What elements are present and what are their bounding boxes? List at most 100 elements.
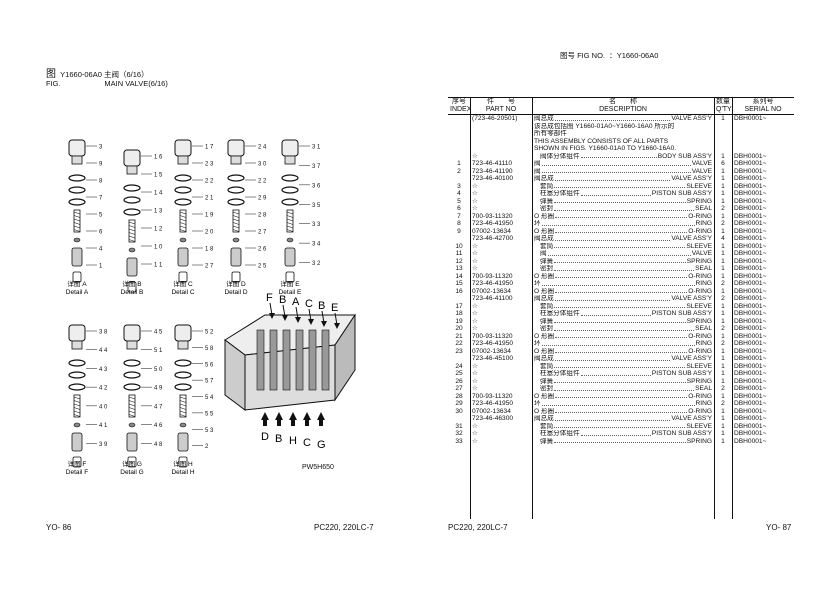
o-ring-icon — [281, 186, 299, 194]
spring-coil-icon — [128, 225, 136, 228]
o-ring-icon — [227, 198, 245, 206]
qty-cell — [714, 145, 732, 153]
leader-dots — [554, 385, 695, 391]
spring-coil-icon — [128, 400, 136, 403]
qty-cell: 1 — [721, 422, 725, 430]
qty-cell: 1 — [721, 415, 725, 422]
index-cell: 2 — [457, 167, 461, 175]
valve-callout-letter: B — [275, 433, 282, 445]
leader-dots — [554, 265, 695, 271]
description-en: O-RING — [688, 392, 712, 400]
spring-coil-icon — [73, 400, 81, 403]
piston-icon — [71, 432, 83, 452]
qty-cell: 1 — [721, 190, 725, 197]
o-ring-icon — [174, 371, 192, 379]
serial-cell: DBH0001~ — [734, 272, 767, 280]
valve-callout-letter: E — [331, 302, 338, 314]
leader-dots — [541, 160, 691, 166]
index-cell: 27 — [455, 385, 463, 392]
part-no-cell — [470, 123, 532, 131]
detail-label-en: Detail C — [171, 289, 194, 296]
spring-coil-icon — [232, 229, 240, 232]
serial-cell: DBH0001~ — [734, 295, 767, 302]
description-cn: O 形圈 — [534, 332, 555, 340]
description-en: VALVE ASS'Y — [671, 175, 712, 182]
spring-coil-icon — [232, 215, 240, 218]
part-no-cell — [470, 145, 532, 153]
callout-number: 4 — [99, 247, 103, 253]
serial-cell: DBH0001~ — [734, 160, 767, 167]
leader-dots — [554, 318, 686, 323]
detail-label-en: Detail E — [279, 289, 302, 296]
index-cell: 3 — [457, 182, 461, 190]
leader-dots — [547, 250, 691, 256]
part-no-cell: 700-93-11320 — [472, 392, 513, 400]
part-no-cell: 07002-13634 — [472, 347, 511, 355]
index-cell: 8 — [457, 220, 461, 227]
serial-cell: DBH0001~ — [734, 392, 767, 400]
qty-cell: 1 — [721, 392, 725, 400]
right-footer-page: YO- 87 — [766, 523, 792, 532]
callout-number: 4 1 — [99, 423, 108, 429]
piston-icon — [71, 247, 83, 267]
description-en: SLEEVE — [686, 242, 712, 250]
leader-dots — [580, 430, 651, 436]
callout-number: 5 5 — [205, 411, 214, 417]
spring-coil-icon — [179, 218, 187, 222]
description-en: PISTON SUB ASS'Y — [651, 370, 712, 377]
index-cell: 29 — [455, 400, 463, 407]
description-cn: 套筒 — [540, 182, 554, 190]
spring-coil-icon — [232, 225, 240, 229]
part-no-cell: ☆ — [472, 385, 478, 392]
leader-dots — [555, 273, 688, 278]
serial-cell: DBH0001~ — [734, 347, 767, 355]
arrow-head-icon — [303, 412, 311, 420]
spring-coil-icon — [73, 403, 81, 407]
plug-icon — [231, 271, 241, 283]
col-divider — [532, 97, 533, 519]
part-no-cell: 07002-13634 — [472, 287, 511, 295]
leader-dots — [554, 423, 686, 428]
header-qty-en: Q'TY — [714, 106, 732, 115]
index-cell — [448, 355, 470, 363]
part-no-cell: 723-46-41950 — [472, 400, 514, 407]
serial-cell: DBH0001~ — [734, 317, 767, 325]
index-cell: 13 — [455, 265, 463, 272]
description-cn: 柱塞分体组件 — [540, 430, 580, 437]
callout-number: 4 5 — [154, 330, 163, 336]
detail-label-cn: 详图 B — [122, 279, 141, 288]
part-no-cell: ☆ — [472, 182, 478, 190]
o-ring-icon — [281, 198, 299, 206]
index-cell: 21 — [455, 332, 463, 340]
leader-dots — [554, 243, 686, 248]
callout-number: 5 7 — [205, 379, 214, 385]
spool-icon — [308, 329, 317, 391]
description-en: RING — [695, 400, 712, 407]
leader-dots — [580, 153, 657, 158]
description-cn: 环 — [534, 340, 541, 347]
callout-number: 5 2 — [205, 330, 214, 336]
figure-title: 图 Y1660-06A0 主阀（6/16） FIG. MAIN VALVE(6/… — [46, 70, 168, 89]
serial-cell: DBH0001~ — [734, 242, 767, 250]
o-ring-icon — [123, 184, 141, 192]
callout-number: 4 9 — [154, 386, 163, 392]
piston-icon — [126, 432, 138, 452]
o-ring-icon — [281, 174, 299, 182]
callout-number: 4 8 — [154, 442, 163, 448]
qty-cell — [714, 130, 732, 138]
